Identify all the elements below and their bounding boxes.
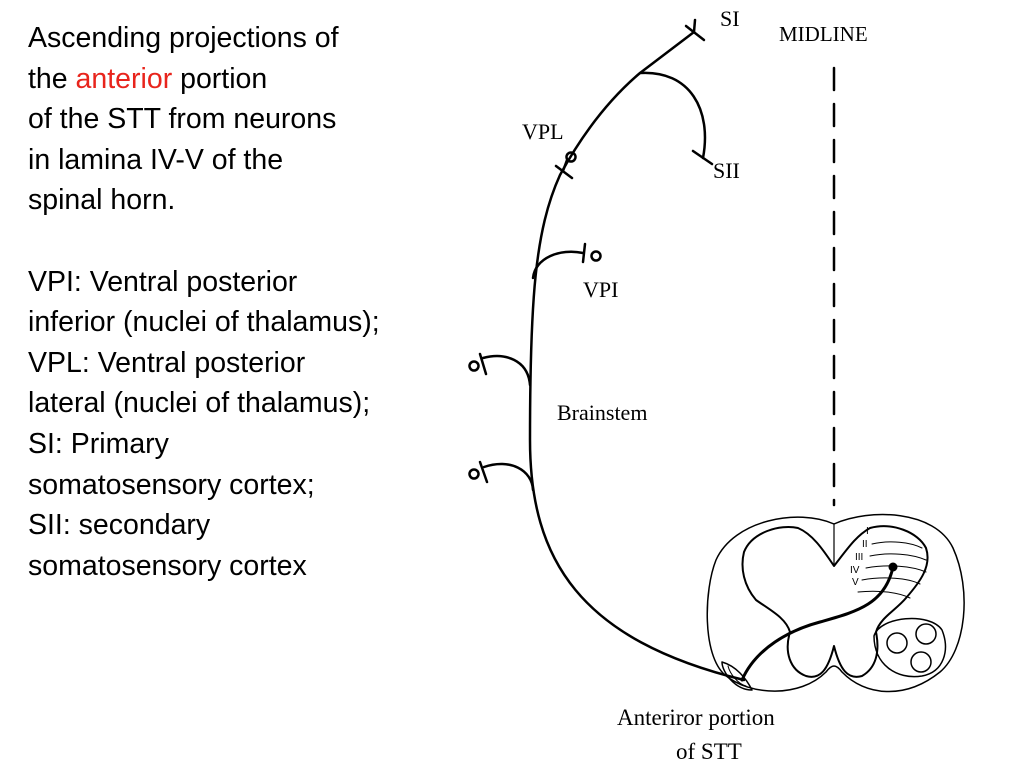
vpi-label: VPI <box>583 277 618 302</box>
vpi-branch <box>531 250 585 280</box>
brainstem-nucleus-circle-upper <box>468 360 480 372</box>
legend-line-si-1: SI: Primary <box>28 427 169 460</box>
description-line-4: in lamina IV-V of the <box>28 143 284 176</box>
vpl-terminal <box>554 158 574 180</box>
brainstem-collateral-upper-terminal <box>478 352 488 376</box>
legend-line-vpl-1: VPL: Ventral posterior <box>28 346 306 379</box>
description-line-1: Ascending projections of <box>28 22 339 54</box>
stt-main-tract <box>528 30 746 682</box>
lamina-boundary-3 <box>865 565 927 573</box>
lamina-label-1: I <box>866 526 869 537</box>
description-line-3: of the STT from neurons <box>28 103 337 136</box>
lamina-label-4: IV <box>850 565 860 576</box>
anterior-stt-region-inner <box>727 665 747 687</box>
description-text: Ascending projections of the anterior po… <box>28 18 468 586</box>
caption-line-2: of STT <box>676 739 742 764</box>
description-line-2-pre: the <box>28 62 76 95</box>
brainstem-label: Brainstem <box>557 400 647 425</box>
vpi-terminal <box>581 242 587 264</box>
tract-circle-2 <box>915 623 937 645</box>
sii-terminal <box>691 149 714 166</box>
brainstem-collateral-lower <box>482 462 535 492</box>
anterior-highlight: anterior <box>75 62 173 95</box>
grey-matter-outline <box>741 525 929 678</box>
description-line-2: the anterior portion <box>28 59 468 100</box>
legend-line-vpl-2: lateral (nuclei of thalamus); <box>28 387 371 420</box>
legend-line-vpi-2: inferior (nuclei of thalamus); <box>28 306 380 339</box>
vpl-nucleus-circle <box>565 151 577 163</box>
brainstem-nucleus-circle-lower <box>468 468 480 480</box>
neuron-cell-body <box>888 562 898 572</box>
caption-line-1: Anteriror portion <box>617 705 775 730</box>
spinal-cord-outline <box>706 513 965 693</box>
legend-line-sii-2: somatosensory cortex <box>28 549 307 582</box>
tract-circle-3 <box>910 651 932 673</box>
midline-label: MIDLINE <box>779 22 868 46</box>
description-line-5: spinal horn. <box>28 184 176 217</box>
lamina-boundary-1 <box>871 541 923 549</box>
legend-line-si-2: somatosensory cortex; <box>28 468 315 501</box>
si-terminal <box>684 18 706 42</box>
brainstem-collateral-lower-terminal <box>478 460 489 484</box>
sii-branch <box>638 71 707 160</box>
legend-line-sii-1: SII: secondary <box>28 509 211 542</box>
description-line-2-post: portion <box>172 62 268 95</box>
lamina-boundary-4 <box>861 577 921 585</box>
lateral-funiculus-outline <box>873 617 947 678</box>
lamina-boundary-5 <box>857 590 911 599</box>
anterior-stt-region <box>721 661 753 691</box>
lamina-label-5: V <box>852 577 859 588</box>
brainstem-collateral-upper <box>481 354 532 387</box>
si-label: SI <box>720 6 740 31</box>
vpi-nucleus-circle <box>590 250 602 262</box>
lamina-label-3: III <box>855 552 863 563</box>
sii-label: SII <box>713 158 740 183</box>
tract-circle-1 <box>886 632 908 654</box>
legend-line-vpi-1: VPI: Ventral posterior <box>28 265 298 298</box>
vpl-label: VPL <box>522 119 564 144</box>
lamina-boundary-2 <box>869 553 927 561</box>
lamina-label-2: II <box>862 539 868 550</box>
crossing-fiber <box>740 565 895 682</box>
